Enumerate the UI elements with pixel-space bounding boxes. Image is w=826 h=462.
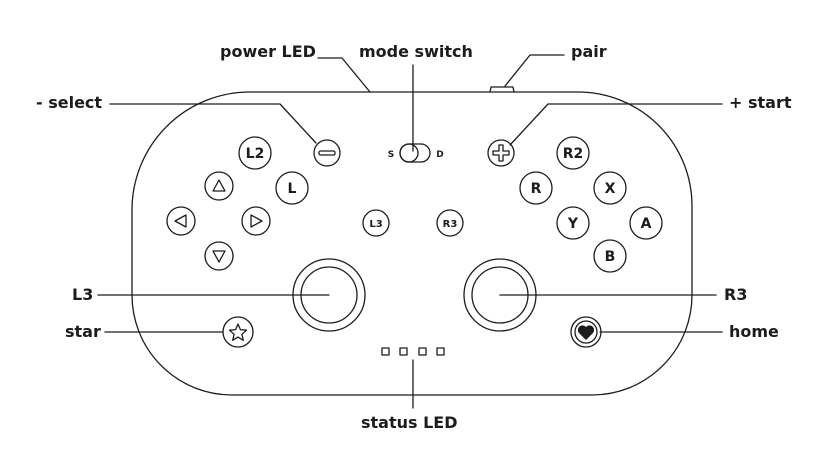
triangle-right-icon	[250, 214, 263, 228]
triangle-down-icon	[212, 250, 226, 263]
l2-label: L2	[246, 146, 265, 162]
left-joystick-outer	[292, 258, 366, 332]
callout-l3: L3	[72, 285, 94, 304]
star-icon	[228, 323, 248, 341]
plus-icon	[492, 144, 510, 162]
x-button	[593, 171, 627, 205]
start-button	[487, 139, 515, 167]
callout-pair: pair	[571, 42, 607, 61]
dpad-left-button	[166, 206, 196, 236]
callout-star: star	[65, 322, 101, 341]
status-led-4	[436, 347, 445, 356]
right-joystick-outer	[463, 258, 537, 332]
r3-small-button	[436, 209, 464, 237]
select-leader	[109, 103, 317, 144]
status-led-2	[399, 347, 408, 356]
callout-status-led: status LED	[361, 413, 458, 432]
left-joystick-inner	[300, 266, 358, 324]
dpad-right-button	[241, 206, 271, 236]
dpad-down-button	[204, 241, 234, 271]
callout-r3: R3	[724, 285, 748, 304]
right-joystick-inner	[471, 266, 529, 324]
minus-icon	[318, 150, 336, 156]
home-heart-icon	[577, 325, 595, 340]
r-button	[519, 171, 553, 205]
l2-button	[238, 136, 272, 170]
dpad-up-button	[204, 171, 234, 201]
select-button	[313, 139, 341, 167]
b-label: B	[605, 249, 616, 265]
l-label: L	[288, 181, 297, 197]
a-label: A	[641, 216, 652, 232]
y-label: Y	[567, 216, 579, 232]
mode-switch-knob	[399, 143, 419, 163]
r2-button	[556, 136, 590, 170]
callout-select: - select	[36, 93, 103, 112]
b-button	[593, 239, 627, 273]
pair-leader	[504, 54, 565, 87]
callout-start: + start	[729, 93, 792, 112]
star-button	[222, 316, 254, 348]
a-button	[629, 206, 663, 240]
callout-mode-switch: mode switch	[359, 42, 473, 61]
mode-switch-s-label: S	[388, 150, 394, 160]
pair-button	[489, 86, 515, 93]
start-leader	[509, 103, 723, 146]
callout-home: home	[729, 322, 779, 341]
power-led-leader	[317, 57, 371, 93]
r-label: R	[531, 181, 542, 197]
l-button	[275, 171, 309, 205]
r3-small-label: R3	[443, 219, 458, 230]
callout-power-led: power LED	[220, 42, 316, 61]
triangle-left-icon	[174, 214, 187, 228]
home-button-ring	[574, 320, 598, 344]
r2-label: R2	[563, 146, 584, 162]
triangle-up-icon	[212, 179, 226, 192]
status-led-1	[381, 347, 390, 356]
l3-small-button	[362, 209, 390, 237]
y-button	[556, 206, 590, 240]
l3-small-label: L3	[369, 219, 382, 230]
x-label: X	[605, 181, 616, 197]
status-led-3	[418, 347, 427, 356]
home-button	[570, 316, 602, 348]
controller-body	[131, 91, 693, 396]
mode-switch-d-label: D	[436, 150, 443, 160]
